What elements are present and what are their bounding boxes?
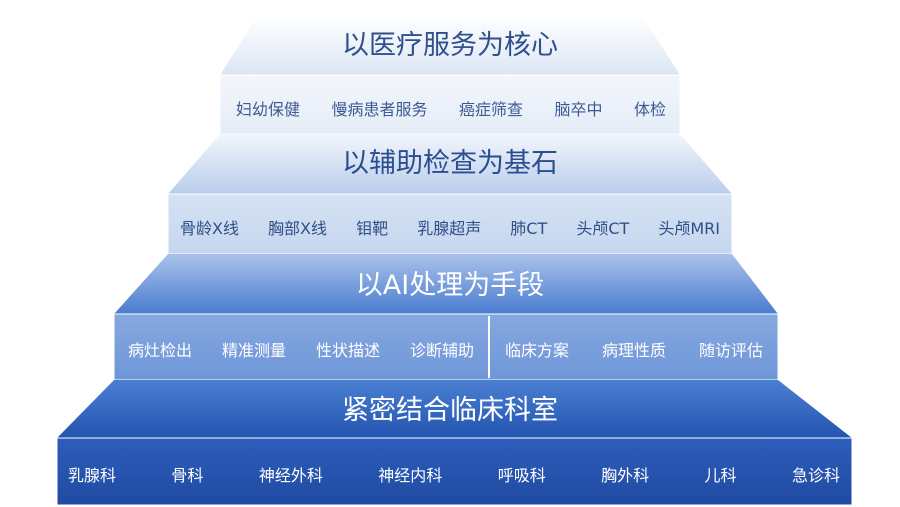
- tier3-item: 临床方案: [505, 341, 570, 360]
- tier1-item: 妇幼保健: [236, 100, 301, 119]
- tier1-items: 妇幼保健 慢病患者服务 癌症筛查 脑卒中 体检: [236, 96, 666, 120]
- tier2-title-band: [168, 134, 732, 194]
- tier2-item: 头颅CT: [576, 219, 630, 238]
- tier3-item: 诊断辅助: [409, 341, 474, 360]
- tier1-item: 癌症筛查: [458, 100, 523, 119]
- tier2-items-band: [167, 193, 733, 255]
- tier4-item: 乳腺科: [68, 466, 117, 485]
- tier3-items-right: 临床方案 病理性质 随访评估: [505, 337, 763, 361]
- tier4-item: 神经内科: [378, 466, 443, 485]
- tier2-item: 胸部X线: [268, 219, 328, 238]
- tier3-title-band: [114, 254, 778, 314]
- tier2-item: 钼靶: [356, 219, 389, 238]
- tier4-items: 乳腺科 骨科 神经外科 神经内科 呼吸科 胸外科 儿科 急诊科: [68, 462, 840, 486]
- tier4-item: 神经外科: [258, 466, 323, 485]
- tier2-item: 肺CT: [510, 219, 548, 238]
- tier1-item: 脑卒中: [554, 100, 603, 119]
- tier2-title: 以辅助检查为基石: [342, 148, 558, 179]
- tier3-title: 以AI处理为手段: [355, 270, 545, 301]
- tier1-items-band: [219, 74, 681, 135]
- tier3-item: 性状描述: [315, 341, 380, 360]
- tier2-items: 骨龄X线 胸部X线 钼靶 乳腺超声 肺CT 头颅CT 头颅MRI: [180, 215, 720, 239]
- tier1-title: 以医疗服务为核心: [342, 30, 558, 61]
- tier4-items-band: [56, 437, 853, 506]
- tier3-item: 精准测量: [221, 341, 286, 360]
- tier4-title-band: [57, 380, 852, 438]
- tier2-item: 头颅MRI: [658, 219, 720, 238]
- tier3-items-left: 病灶检出 精准测量 性状描述 诊断辅助: [128, 337, 474, 361]
- tier4-item: 呼吸科: [497, 466, 546, 485]
- tier4-item: 急诊科: [791, 466, 840, 485]
- tier3-item: 病理性质: [601, 341, 666, 360]
- tier4-item: 胸外科: [601, 466, 650, 485]
- tier3-item: 随访评估: [698, 341, 763, 360]
- tier4-item: 骨科: [171, 466, 204, 485]
- tier1-item: 体检: [633, 100, 666, 119]
- tier3-item: 病灶检出: [128, 341, 193, 360]
- tier2-item: 骨龄X线: [180, 219, 239, 238]
- tier1-title-band: [220, 15, 680, 75]
- tier3-items-band: [113, 313, 779, 381]
- tier2-item: 乳腺超声: [417, 219, 482, 238]
- tier4-title: 紧密结合临床科室: [342, 395, 558, 426]
- tier4-item: 儿科: [704, 466, 737, 485]
- tier1-item: 慢病患者服务: [331, 100, 428, 119]
